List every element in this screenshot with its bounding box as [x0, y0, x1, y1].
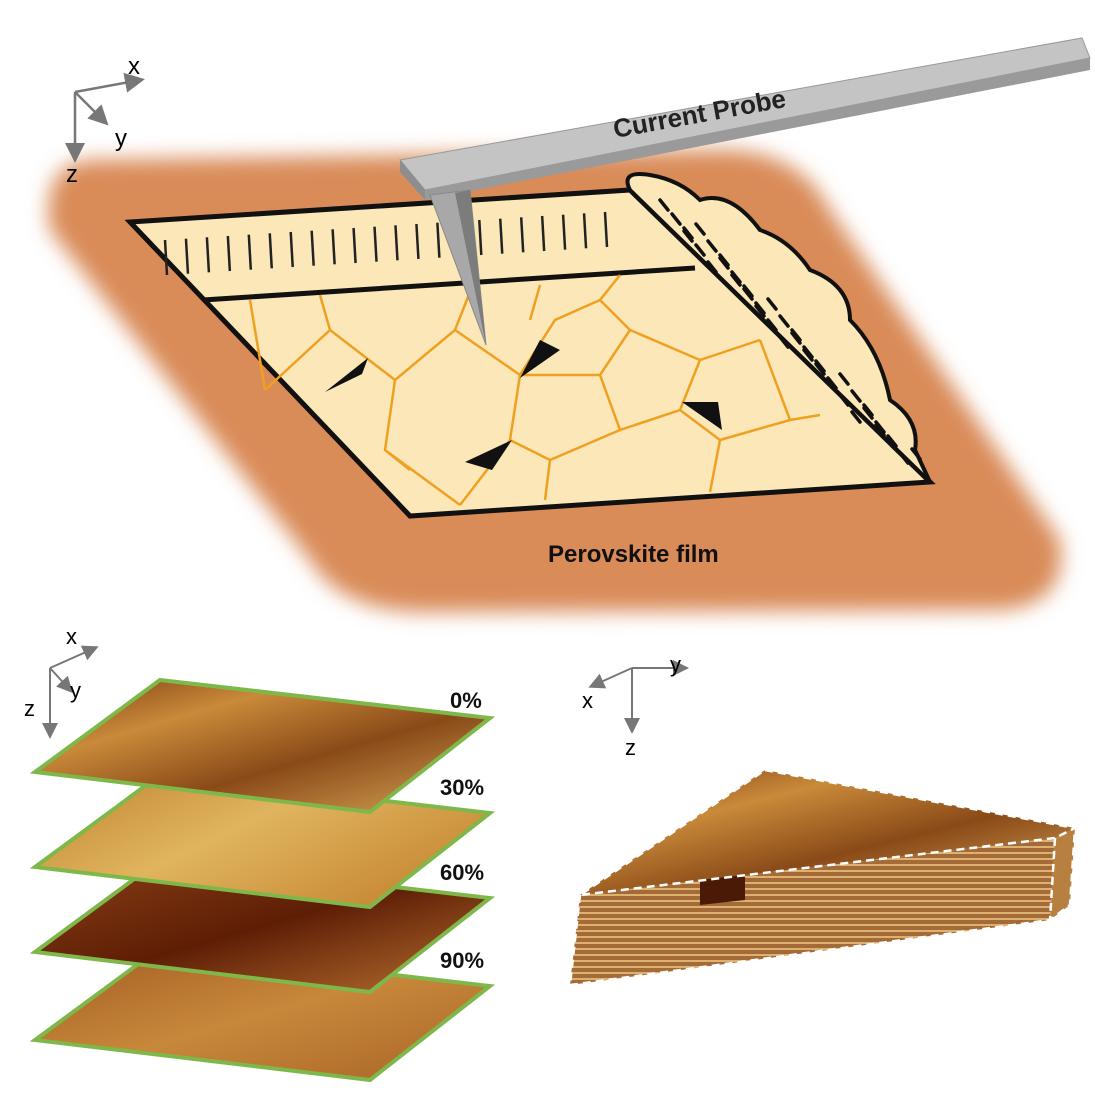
block-front-face: [570, 838, 1055, 985]
texture-dash: [706, 260, 718, 274]
bottom-left-axes: x y z: [24, 624, 99, 739]
block-top-face: [580, 770, 1075, 895]
tick-mark: [226, 235, 232, 272]
top-axes: x y z: [65, 53, 145, 188]
x-axis-label: x: [582, 688, 593, 713]
layer-depth-label: 60%: [440, 860, 484, 885]
texture-dash: [826, 379, 838, 393]
texture-dash: [682, 226, 694, 240]
tick-mark: [373, 226, 378, 262]
texture-dash: [730, 273, 742, 287]
afm-3d-block: [568, 768, 1079, 987]
grain-boundaries: [248, 274, 821, 507]
z-axis-label: z: [24, 696, 35, 721]
tick-mark: [519, 217, 525, 253]
x-axis-label: x: [128, 53, 140, 80]
texture-dash: [838, 372, 850, 386]
texture-dash: [778, 314, 790, 328]
tick-mark: [478, 219, 483, 256]
y-axis-arrow: [74, 91, 109, 126]
texture-dash: [730, 270, 742, 284]
tick-mark: [436, 222, 441, 258]
texture-dash: [886, 437, 898, 451]
texture-dash: [850, 389, 862, 403]
texture-dash: [850, 410, 862, 424]
texture-dash: [694, 243, 706, 257]
texture-dash: [658, 198, 670, 212]
texture-dash: [670, 212, 682, 226]
tick-mark: [394, 225, 399, 261]
block-side-face: [1050, 828, 1075, 920]
texture-dash: [910, 447, 922, 461]
film-label: Perovskite film: [548, 541, 719, 568]
texture-dash: [862, 406, 874, 420]
cross-section-ticks: [163, 211, 609, 276]
texture-dash: [706, 239, 718, 253]
texture-dash: [778, 335, 790, 349]
bottom-right-axes: x y z: [582, 652, 689, 760]
y-axis-label: y: [115, 125, 127, 152]
texture-dash: [826, 376, 838, 390]
texture-dash: [694, 222, 706, 236]
z-axis-label: z: [66, 161, 78, 188]
texture-dash: [754, 304, 766, 318]
texture-dash: [814, 359, 826, 373]
tick-mark: [352, 227, 357, 264]
defect-triangle: [325, 358, 368, 392]
tick-mark: [247, 234, 253, 270]
x-axis-label: x: [66, 624, 77, 649]
texture-dash: [754, 301, 766, 315]
texture-dash: [766, 318, 778, 332]
tick-mark: [561, 214, 567, 250]
texture-dash: [790, 328, 802, 342]
tick-mark: [540, 215, 546, 252]
tick-mark: [268, 233, 274, 269]
layer-depth-label: 0%: [450, 688, 482, 713]
texture-dash: [898, 451, 910, 465]
texture-dash: [790, 331, 802, 345]
z-axis-label: z: [625, 735, 636, 760]
current-probe: Current Probe: [399, 37, 1091, 346]
y-axis-label: y: [70, 678, 81, 703]
cross-section-texture: [658, 198, 922, 465]
texture-dash: [742, 287, 754, 301]
texture-dash: [718, 253, 730, 267]
texture-dash: [682, 229, 694, 243]
texture-dash: [862, 403, 874, 417]
texture-dash: [718, 256, 730, 270]
cross-section-edge: [625, 172, 932, 484]
defect-triangle: [520, 340, 560, 378]
tick-mark: [184, 238, 190, 274]
texture-dash: [766, 297, 778, 311]
tick-mark: [289, 231, 294, 268]
defect-triangle: [682, 402, 722, 430]
y-axis-label: y: [670, 652, 681, 677]
texture-dash: [802, 348, 814, 362]
texture-dash: [814, 362, 826, 376]
afm-layer: [29, 677, 496, 815]
texture-dash: [838, 393, 850, 407]
tick-mark: [163, 239, 169, 276]
texture-dash: [874, 423, 886, 437]
texture-dash: [874, 420, 886, 434]
texture-dash: [742, 284, 754, 298]
layer-depth-label: 30%: [440, 775, 484, 800]
tick-mark: [582, 213, 588, 249]
layer-depth-label: 90%: [440, 948, 484, 973]
perovskite-film: [124, 172, 936, 519]
tick-mark: [603, 211, 609, 248]
texture-dash: [886, 434, 898, 448]
tick-mark: [415, 223, 420, 260]
defect-triangle: [465, 440, 512, 470]
tick-mark: [331, 229, 336, 265]
tick-mark: [498, 218, 504, 254]
tick-mark: [205, 237, 211, 273]
afm-layer-stack: 0% 30% 60% 90%: [29, 677, 496, 1083]
x-axis-arrow: [74, 72, 145, 94]
texture-dash: [802, 345, 814, 359]
tick-mark: [310, 230, 315, 266]
